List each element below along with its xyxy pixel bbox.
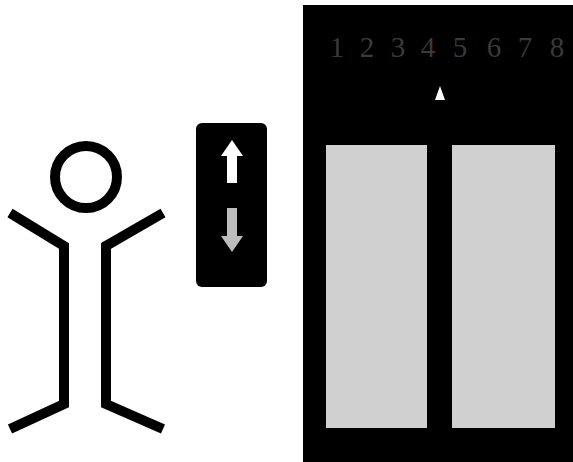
call-panel (196, 123, 267, 287)
stick-figure (10, 146, 163, 429)
floor-number: 7 (510, 30, 540, 64)
floor-number: 3 (383, 30, 413, 64)
right-door (452, 145, 555, 428)
panel-plate (196, 123, 267, 287)
elevator-frame (303, 5, 573, 462)
up-arrow (221, 140, 243, 183)
floor-indicator (435, 86, 445, 100)
floor-number: 5 (445, 30, 475, 64)
figure-left-side (10, 213, 64, 429)
figure-right-side (106, 213, 163, 429)
elevator (303, 5, 573, 462)
figure-head (55, 146, 117, 208)
floor-number: 4 (413, 30, 443, 64)
left-door (326, 145, 427, 428)
floor-number: 8 (542, 30, 572, 64)
floor-number: 1 (322, 30, 352, 64)
floor-number: 2 (352, 30, 382, 64)
floor-number: 6 (479, 30, 509, 64)
down-arrow (221, 208, 243, 252)
